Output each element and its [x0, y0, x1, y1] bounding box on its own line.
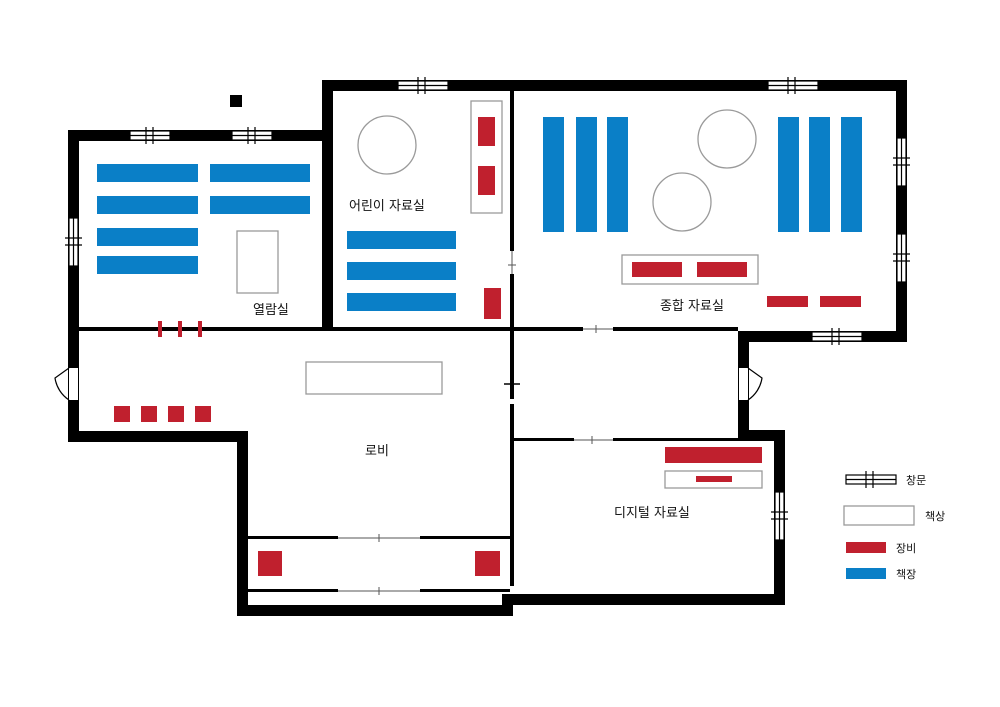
window-symbol [65, 217, 82, 267]
window-symbol [893, 137, 910, 187]
bookshelf [841, 117, 862, 232]
wall-digital-stub [502, 594, 513, 616]
room-label-children: 어린이 자료실 [349, 199, 425, 214]
wall-children-general-b [510, 274, 514, 399]
equipment-item [168, 406, 184, 422]
legend-desk-swatch [843, 505, 915, 526]
wall-right [896, 80, 907, 342]
legend-label-equipment: 장비 [896, 542, 917, 555]
window-symbol [893, 233, 910, 283]
wall-digital-top-b [613, 438, 738, 441]
equipment-item [178, 321, 182, 337]
windows [65, 77, 910, 541]
bookshelf [97, 196, 198, 214]
bookshelf [347, 262, 456, 280]
bookshelf [97, 164, 198, 182]
wall-bottom-lobby [237, 605, 512, 616]
wall-lobby-digital [510, 404, 514, 586]
wall-digital-top-a [514, 438, 574, 441]
bookshelf [543, 117, 564, 232]
equipment-item [697, 262, 747, 277]
desk [305, 361, 443, 395]
wall-corridor-top-a [248, 536, 338, 539]
wall-corridor-top-b [420, 536, 510, 539]
equipment-item [665, 447, 762, 463]
room-label-reading: 열람실 [253, 303, 289, 318]
legend-window-icon [845, 471, 897, 488]
desk [236, 230, 279, 294]
bookshelf [210, 196, 310, 214]
legend-label-window: 창문 [906, 474, 927, 487]
equipment-item [478, 166, 495, 195]
bookshelf [778, 117, 799, 232]
wall-bottom-left [68, 431, 248, 442]
legend-label-bookshelf: 책장 [896, 568, 917, 581]
wall-children-bottom [333, 327, 583, 331]
equipment-item [478, 117, 495, 146]
wall-lobby-left [237, 431, 248, 616]
door-gap [739, 368, 748, 400]
equipment-item [114, 406, 130, 422]
round-table [652, 172, 712, 232]
legend-bookshelf-swatch [846, 568, 886, 579]
wall-digital-top-right [738, 430, 785, 441]
wall-general-bottom [613, 327, 738, 331]
bookshelf [347, 231, 456, 249]
equipment-item [767, 296, 808, 307]
bookshelf [809, 117, 830, 232]
bookshelf [97, 228, 198, 246]
wall-corridor-bottom-a [248, 589, 338, 592]
equipment [114, 117, 861, 576]
round-table [357, 115, 417, 175]
equipment-item [198, 321, 202, 337]
window-symbol [771, 491, 788, 541]
wall-step [322, 80, 333, 141]
door-right-icon [747, 367, 763, 401]
equipment-item [484, 288, 501, 319]
window-symbol [129, 127, 171, 144]
legend-label-desk: 책상 [925, 510, 946, 523]
equipment-item [632, 262, 682, 277]
room-label-digital: 디지털 자료실 [614, 506, 690, 521]
openings [338, 251, 613, 595]
bookshelf [210, 164, 310, 182]
window-symbol [231, 127, 273, 144]
wall-left [68, 130, 79, 442]
legend-equipment-swatch [846, 542, 886, 553]
bookshelf [347, 293, 456, 311]
equipment-item [475, 551, 500, 576]
window-symbol [811, 328, 863, 345]
bookshelf [607, 117, 628, 232]
bookshelves [97, 117, 862, 311]
wall-children-general-a [510, 91, 514, 251]
wall-reading-children [322, 141, 333, 331]
equipment-item [195, 406, 211, 422]
window-symbol [767, 77, 819, 94]
window-symbol [397, 77, 449, 94]
bookshelf [576, 117, 597, 232]
round-table [697, 109, 757, 169]
legend [843, 471, 915, 579]
entrance-doors [54, 367, 763, 401]
wall-reading-bottom [79, 327, 333, 331]
room-label-lobby: 로비 [365, 444, 389, 459]
door-left-icon [54, 367, 70, 401]
equipment-item [820, 296, 861, 307]
equipment-item [696, 476, 732, 482]
equipment-item [258, 551, 282, 576]
equipment-item [141, 406, 157, 422]
wall-top [322, 80, 907, 91]
marker-square [230, 95, 242, 107]
wall-digital-bottom [502, 594, 785, 605]
bookshelf [97, 256, 198, 274]
door-gap [69, 368, 78, 400]
room-label-general: 종합 자료실 [660, 299, 724, 314]
wall-corridor-bottom-b [420, 589, 510, 592]
equipment-item [158, 321, 162, 337]
wall-top-left [68, 130, 330, 141]
